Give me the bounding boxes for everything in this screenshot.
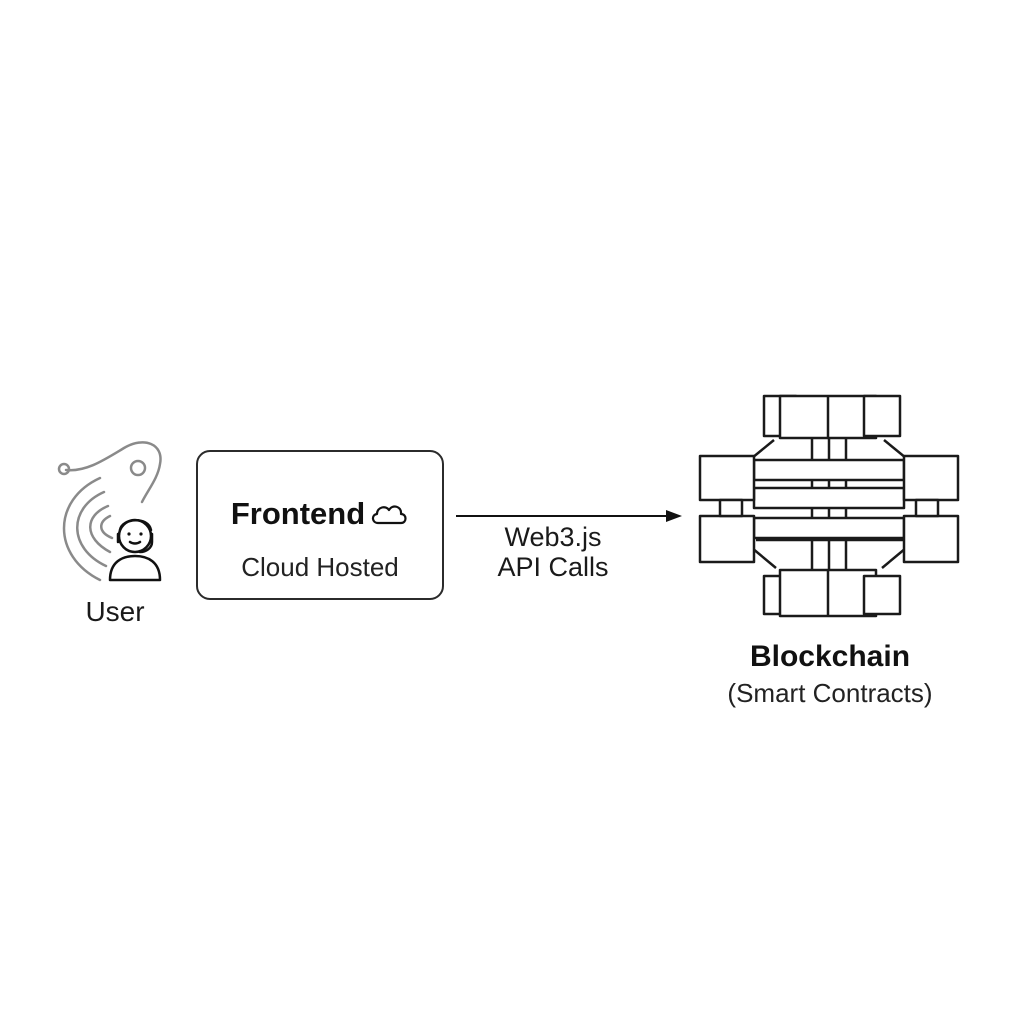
arrowhead (666, 510, 682, 522)
arrow-connector (456, 510, 682, 522)
user-support-icon (57, 441, 162, 582)
connection-label-line2: API Calls (497, 552, 609, 582)
connection-label-line1: Web3.js (504, 522, 602, 552)
frontend-subtitle: Cloud Hosted (241, 552, 399, 582)
frontend-node: Frontend Cloud Hosted (196, 450, 444, 600)
user-node (52, 438, 172, 588)
blockchain-subtitle: (Smart Contracts) (727, 678, 933, 708)
connection-label: Web3.js API Calls (468, 522, 638, 582)
blockchain-node (694, 390, 964, 622)
blockchain-title: Blockchain (749, 640, 911, 673)
frontend-title: Frontend (230, 496, 366, 531)
cloud-icon (372, 505, 407, 525)
user-label: User (85, 596, 145, 627)
blockchain-network-icon (698, 394, 960, 618)
frontend-title-row: Frontend (198, 496, 442, 532)
